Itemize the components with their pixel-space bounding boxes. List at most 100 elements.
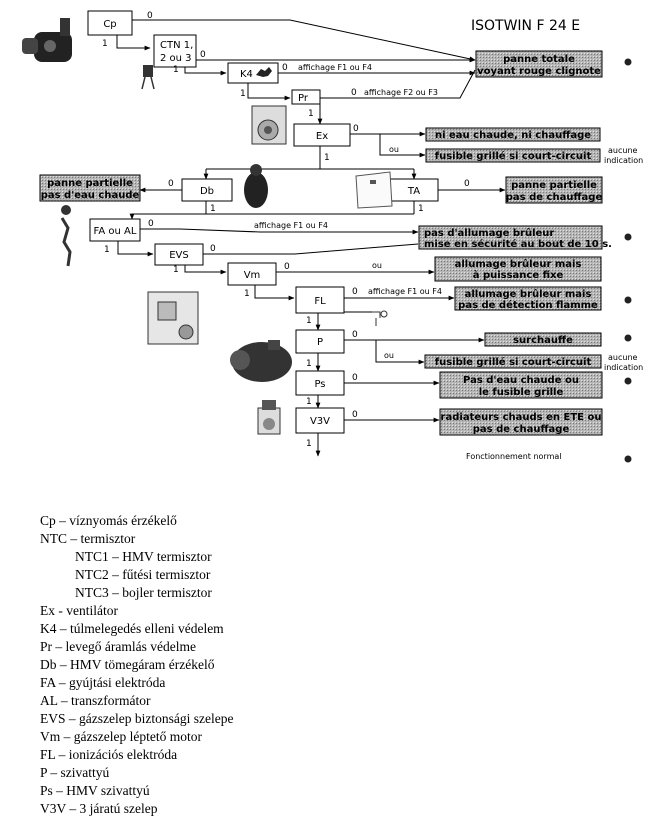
svg-text:voyant rouge clignote: voyant rouge clignote <box>477 66 601 77</box>
branch-label-one: 1 <box>306 397 312 407</box>
legend-item: FL – ionizációs elektróda <box>40 747 178 762</box>
svg-text:K4: K4 <box>240 69 253 80</box>
legend-item: FA – gyújtási elektróda <box>40 675 166 690</box>
flame-sensor-picture <box>372 310 388 326</box>
branch-label-one: 1 <box>240 89 246 99</box>
bullet-icon <box>624 58 632 66</box>
branch-label-zero: 0 <box>353 124 359 134</box>
result-ta: panne partielle pas de chauffage <box>505 176 603 204</box>
pressure-sensor-picture <box>22 18 72 62</box>
branch-label-one: 1 <box>324 153 330 163</box>
legend-item: P – szivattyú <box>40 765 110 780</box>
svg-text:EVS: EVS <box>169 250 189 261</box>
block-ps: Ps <box>295 370 345 396</box>
branch-label-one: 1 <box>210 204 216 214</box>
block-p: P <box>295 329 345 354</box>
result-allumage-3: allumage brûleur mais pas de détection f… <box>454 286 602 311</box>
block-ex: Ex <box>293 123 351 147</box>
svg-text:Vm: Vm <box>244 270 261 281</box>
svg-text:pas d'eau chaude: pas d'eau chaude <box>41 190 140 201</box>
branch-label-one: 1 <box>244 289 250 299</box>
branch-label-one: 1 <box>306 316 312 326</box>
affichage-f1-f4-label: affichage F1 ou F4 <box>368 287 442 296</box>
branch-label-zero: 0 <box>147 11 153 21</box>
branch-label-zero: 0 <box>352 330 358 340</box>
ou-label: ou <box>389 145 399 154</box>
branch-label-zero: 0 <box>168 179 174 189</box>
svg-text:pas d'allumage brûleur: pas d'allumage brûleur <box>424 227 554 239</box>
svg-text:Cp: Cp <box>103 19 116 30</box>
result-surchauffe: surchauffe <box>484 332 602 347</box>
branch-label-one: 1 <box>173 265 179 275</box>
result-ni-eau: ni eau chaude, ni chauffage <box>425 127 601 142</box>
thermistor-picture <box>141 65 155 90</box>
svg-text:panne totale: panne totale <box>503 54 575 65</box>
svg-text:panne partielle: panne partielle <box>47 178 133 189</box>
svg-text:Db: Db <box>200 186 214 197</box>
branch-label-one: 1 <box>173 65 179 75</box>
block-ta: TA <box>389 178 439 202</box>
ou-label: ou <box>384 351 394 360</box>
block-vm: Vm <box>227 262 277 286</box>
result-fusible-1: fusible grillé si court-circuit <box>425 148 601 163</box>
legend-item: Ps – HMV szivattyú <box>40 783 150 798</box>
block-cp: Cp <box>87 10 133 36</box>
electrode-picture <box>60 205 72 267</box>
legend-item: K4 – túlmelegedés elleni védelem <box>40 621 224 636</box>
indication-label: indication <box>604 363 643 372</box>
affichage-f2-f3-label: affichage F2 ou F3 <box>364 88 438 97</box>
svg-text:panne partielle: panne partielle <box>511 180 597 191</box>
svg-text:allumage brûleur mais: allumage brûleur mais <box>455 258 582 270</box>
result-v3v: radiateurs chauds en ETE ou pas de chauf… <box>439 408 603 436</box>
affichage-f1-f4-label: affichage F1 ou F4 <box>254 221 328 230</box>
branch-label-zero: 0 <box>148 219 154 229</box>
svg-text:Pr: Pr <box>298 93 309 104</box>
branch-label-one: 1 <box>104 245 110 255</box>
bullet-icon <box>624 455 632 463</box>
block-evs: EVS <box>154 243 204 266</box>
page-title: ISOTWIN F 24 E <box>471 18 580 34</box>
svg-text:pas de chauffage: pas de chauffage <box>473 424 570 435</box>
legend-item: EVS – gázszelep biztonsági szelepe <box>40 711 234 726</box>
result-allumage-1: pas d'allumage brûleur mise en sécurité … <box>418 225 612 250</box>
branch-label-zero: 0 <box>210 244 216 254</box>
block-pr: Pr <box>291 89 321 105</box>
result-panne-totale: panne totale voyant rouge clignote <box>475 50 603 78</box>
pump-picture <box>230 340 292 382</box>
legend-item: Ex - ventilátor <box>40 603 118 618</box>
result-db: panne partielle pas d'eau chaude <box>39 174 141 202</box>
branch-label-zero: 0 <box>351 88 357 98</box>
svg-text:ni eau chaude, ni chauffage: ni eau chaude, ni chauffage <box>435 130 591 141</box>
bullet-icon <box>624 296 632 304</box>
bullet-icon <box>624 334 632 342</box>
svg-text:pas de chauffage: pas de chauffage <box>506 192 603 203</box>
legend-item: Pr – levegő áramlás védelme <box>40 639 196 654</box>
bullet-icon <box>624 377 632 385</box>
fan-picture <box>251 105 287 145</box>
branch-label-one: 1 <box>306 359 312 369</box>
flowchart: ISOTWIN F 24 E <box>22 10 643 463</box>
branch-label-one: 1 <box>102 39 108 49</box>
svg-text:radiateurs chauds en ETE ou: radiateurs chauds en ETE ou <box>441 412 602 423</box>
legend-item: Db – HMV tömegáram érzékelő <box>40 657 215 672</box>
svg-text:FL: FL <box>314 296 326 307</box>
branch-label-one: 1 <box>418 204 424 214</box>
svg-text:Pas d'eau chaude ou: Pas d'eau chaude ou <box>463 375 579 386</box>
svg-text:allumage brûleur mais: allumage brûleur mais <box>465 288 592 300</box>
ou-label: ou <box>372 261 382 270</box>
legend-item: Cp – víznyomás érzékelő <box>40 513 177 528</box>
svg-text:fusible grillé si court-circui: fusible grillé si court-circuit <box>435 356 592 368</box>
legend-item: NTC – termisztor <box>40 531 136 546</box>
result-fusible-2: fusible grillé si court-circuit <box>424 354 602 369</box>
svg-text:CTN 1,: CTN 1, <box>160 40 193 51</box>
legend-item: NTC1 – HMV termisztor <box>75 549 212 564</box>
flow-sensor-picture <box>244 164 268 208</box>
branch-label-zero: 0 <box>200 50 206 60</box>
branch-label-zero: 0 <box>282 63 288 73</box>
legend-item: Vm – gázszelep léptető motor <box>40 729 202 744</box>
svg-text:2 ou 3: 2 ou 3 <box>160 53 192 64</box>
branch-label-one: 1 <box>308 109 314 119</box>
branch-label-one: 1 <box>306 439 312 449</box>
branch-label-zero: 0 <box>352 373 358 383</box>
